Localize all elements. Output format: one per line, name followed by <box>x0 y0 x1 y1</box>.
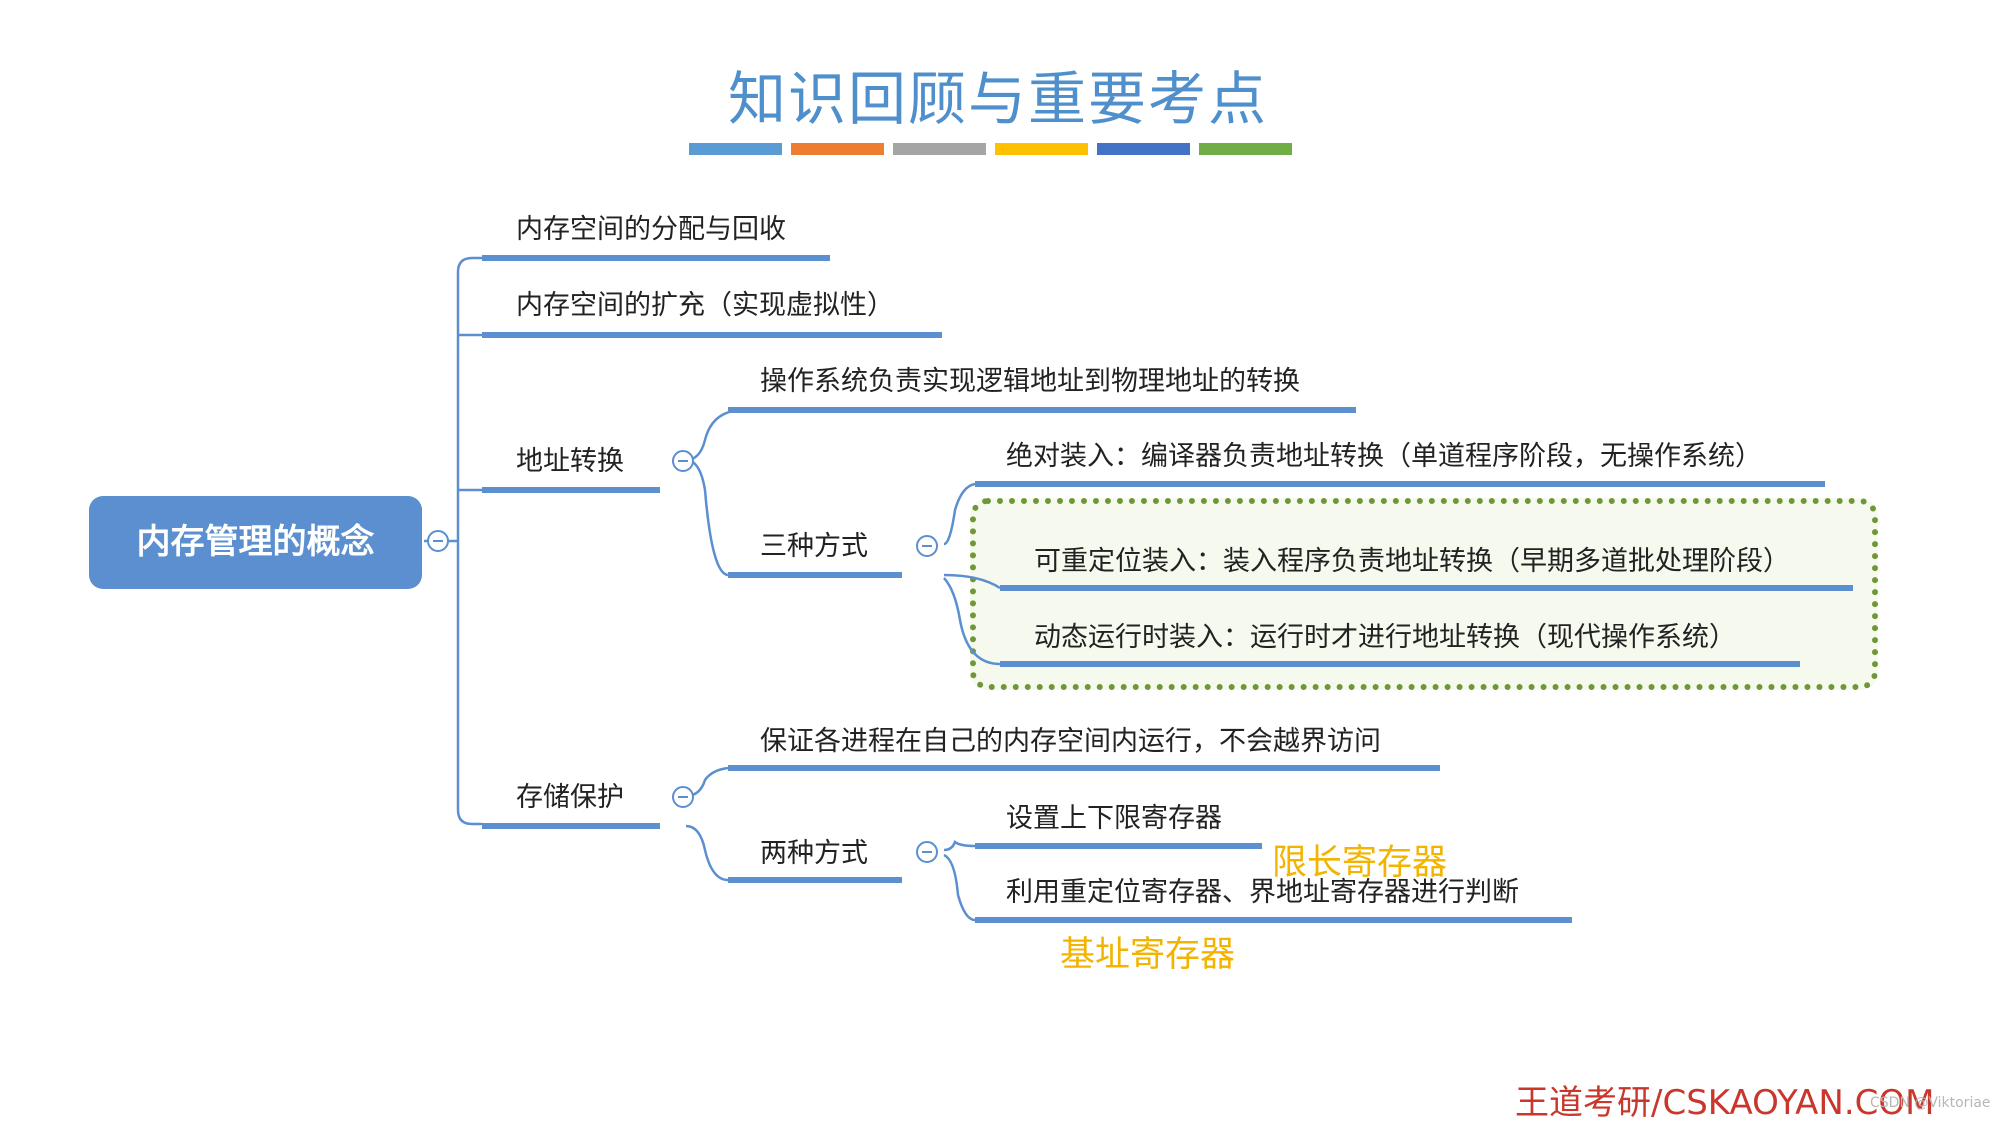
csdn-watermark: CSDN @Viktoriae <box>1870 1095 1991 1111</box>
node-addr[interactable]: 地址转换 <box>516 446 624 477</box>
node-three[interactable]: 三种方式 <box>760 531 868 562</box>
node-alloc[interactable]: 内存空间的分配与回收 <box>516 214 786 245</box>
title-bar-3 <box>893 143 986 155</box>
two-to-relocation <box>943 853 976 922</box>
node-protect[interactable]: 存储保护 <box>516 782 624 813</box>
highlight-box <box>970 498 1878 690</box>
title-bar-1 <box>689 143 782 155</box>
three-to-dynamic <box>943 577 1001 666</box>
three-to-absolute <box>943 482 976 546</box>
node-relocation[interactable]: 利用重定位寄存器、界地址寄存器进行判断 <box>1006 877 1519 908</box>
collapse-icon-addr[interactable] <box>672 450 694 472</box>
spine-bottom <box>456 541 482 826</box>
title-bar-5 <box>1097 143 1190 155</box>
node-expand[interactable]: 内存空间的扩充（实现虚拟性） <box>516 290 894 321</box>
two-to-limits <box>943 839 976 852</box>
note-base-register: 基址寄存器 <box>1060 935 1236 975</box>
title-bar-6 <box>1199 143 1292 155</box>
root-node[interactable]: 内存管理的概念 <box>89 496 422 589</box>
title-bar-4 <box>995 143 1088 155</box>
collapse-icon-protect[interactable] <box>672 786 694 808</box>
node-absolute[interactable]: 绝对装入：编译器负责地址转换（单道程序阶段，无操作系统） <box>1006 441 1762 472</box>
addr-to-os <box>685 408 741 462</box>
protect-to-two <box>685 824 729 882</box>
node-limits[interactable]: 设置上下限寄存器 <box>1006 803 1222 834</box>
node-dynamic[interactable]: 动态运行时装入：运行时才进行地址转换（现代操作系统） <box>1034 622 1736 653</box>
note-limit-register: 限长寄存器 <box>1272 843 1448 883</box>
addr-to-three <box>685 458 729 577</box>
collapse-icon-root[interactable] <box>427 530 449 552</box>
page-title: 知识回顾与重要考点 <box>727 65 1268 133</box>
node-two[interactable]: 两种方式 <box>760 838 868 869</box>
collapse-icon-three[interactable] <box>916 535 938 557</box>
node-guarantee[interactable]: 保证各进程在自己的内存空间内运行，不会越界访问 <box>760 726 1381 757</box>
spine-top <box>456 256 482 541</box>
collapse-icon-two[interactable] <box>916 841 938 863</box>
node-relocatable[interactable]: 可重定位装入：装入程序负责地址转换（早期多道批处理阶段） <box>1034 546 1790 577</box>
title-bar-2 <box>791 143 884 155</box>
node-os[interactable]: 操作系统负责实现逻辑地址到物理地址的转换 <box>760 366 1300 397</box>
three-to-relocatable <box>943 573 1001 590</box>
